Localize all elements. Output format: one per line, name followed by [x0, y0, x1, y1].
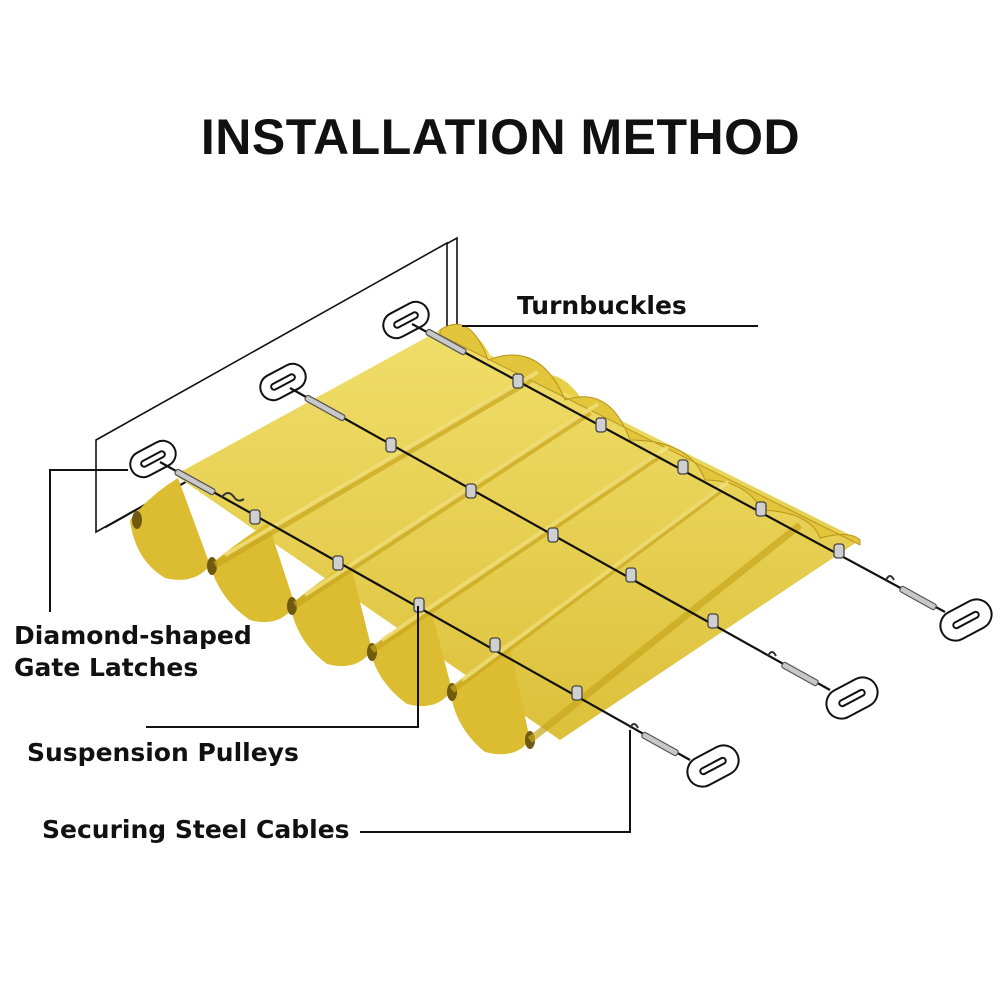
label-turnbuckles: Turnbuckles — [517, 291, 687, 320]
label-gate-latches-line1: Diamond-shaped — [14, 621, 252, 650]
anchor-plates — [686, 598, 993, 788]
leader-pulleys — [146, 606, 419, 728]
anchor-plate-left — [686, 744, 740, 788]
s-hooks — [221, 492, 895, 729]
leader-cables — [360, 730, 631, 833]
wall-plate-middle — [259, 362, 307, 402]
label-gate-latches: Diamond-shaped Gate Latches — [14, 620, 252, 684]
label-gate-latches-line2: Gate Latches — [14, 653, 199, 682]
suspension-pulleys — [249, 373, 845, 701]
anchor-plate-right — [939, 598, 993, 642]
anchor-plate-middle — [825, 676, 879, 720]
page-title: INSTALLATION METHOD — [200, 109, 801, 165]
wall-plate-left — [129, 439, 177, 479]
turnbuckles — [174, 328, 937, 757]
wall-plate-right — [382, 300, 430, 340]
label-securing-steel-cables: Securing Steel Cables — [42, 815, 350, 844]
label-suspension-pulleys: Suspension Pulleys — [27, 738, 299, 767]
leader-latches — [49, 469, 128, 612]
callout-leaders — [49, 325, 758, 833]
wall-plates — [129, 300, 430, 479]
shade-sail-canopy — [130, 323, 861, 755]
